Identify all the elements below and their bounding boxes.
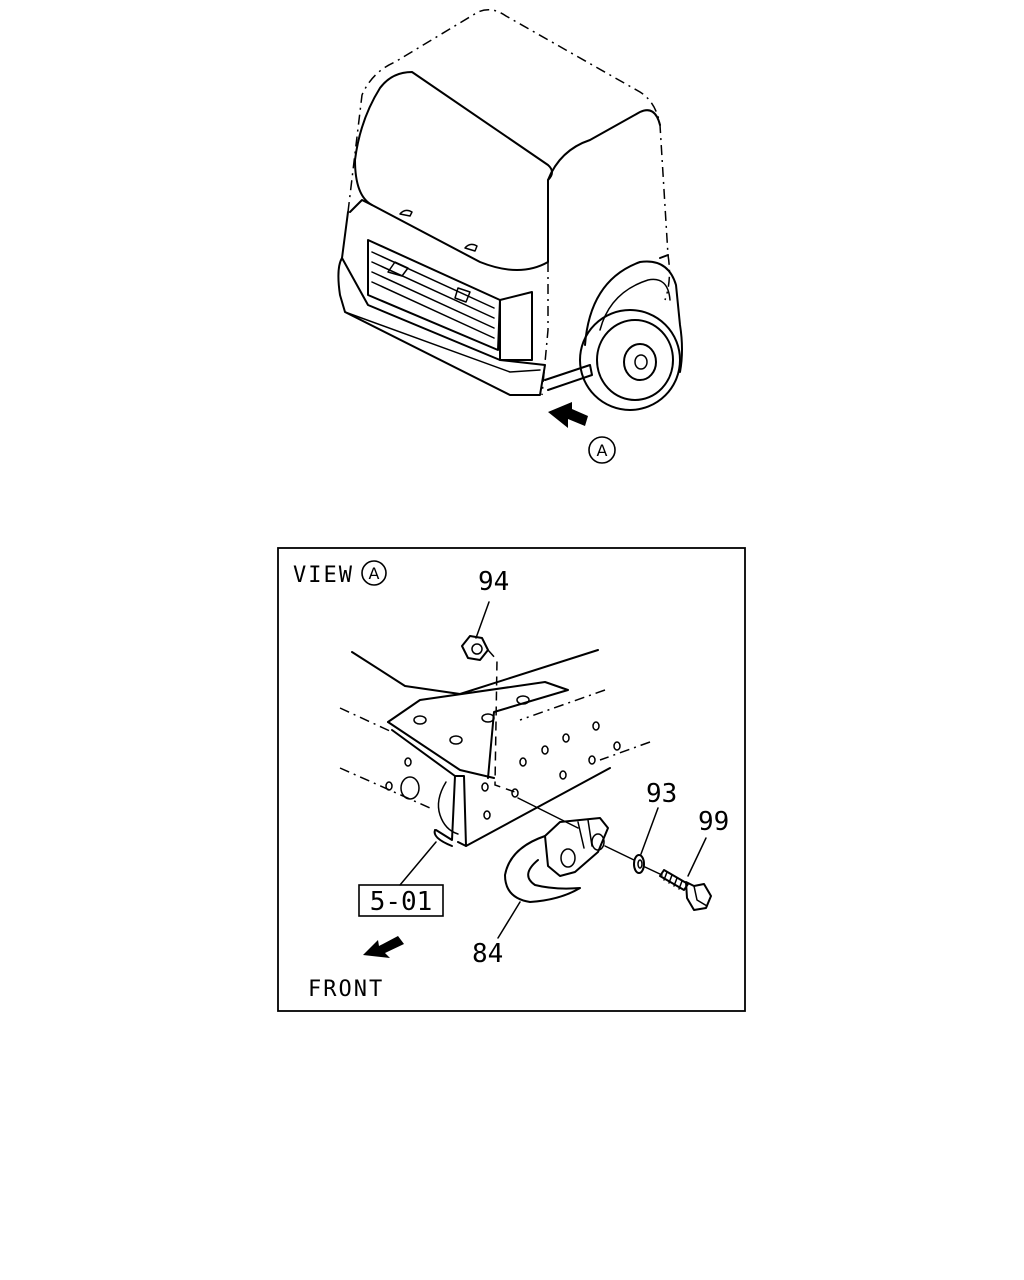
frame-rail [339, 649, 651, 847]
reference-box-label: 5-01 [370, 887, 433, 917]
washer-part [633, 854, 645, 874]
bolt-install-line [644, 866, 663, 876]
hook-leader [497, 901, 521, 939]
view-direction-arrow [548, 402, 588, 428]
view-marker-letter: A [597, 441, 608, 460]
callout-nut: 94 [478, 567, 509, 597]
view-title: VIEW [293, 563, 354, 588]
callout-hook: 84 [472, 939, 503, 969]
nut-part [461, 635, 489, 661]
view-title-marker: A [369, 564, 380, 583]
washer-install-line [604, 845, 635, 861]
view-detail-frame [277, 547, 746, 1012]
bolt-leader [687, 837, 707, 877]
view-title-circle [361, 560, 387, 586]
view-marker-circle [588, 436, 616, 464]
bolt-part [659, 869, 712, 911]
washer-leader [640, 807, 659, 855]
tow-hook-part [504, 817, 609, 903]
reference-box-frame [358, 884, 444, 917]
hook-install-line [517, 797, 579, 829]
callout-bolt: 99 [698, 807, 729, 837]
front-direction-arrow [363, 936, 404, 958]
truck-cab-illustration [337, 9, 683, 411]
callout-washer: 93 [646, 779, 677, 809]
reference-leader [399, 841, 437, 886]
nut-leader [475, 601, 490, 639]
front-label: FRONT [308, 977, 384, 1002]
nut-install-line [487, 649, 516, 793]
